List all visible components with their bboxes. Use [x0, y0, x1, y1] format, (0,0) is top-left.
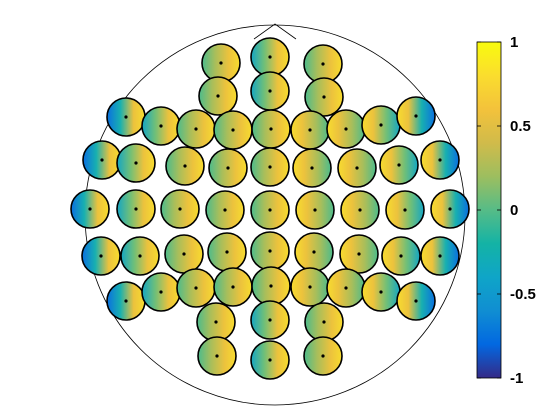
sensor-dot [414, 299, 418, 303]
sensor-discs [70, 37, 470, 380]
colorbar: 1 0.5 0 -0.5 -1 [476, 34, 536, 387]
sensor-dot [268, 358, 272, 362]
sensor-dot [357, 252, 361, 256]
sensor-dot [321, 62, 325, 66]
sensor-dot [344, 286, 348, 290]
colorbar-tick-label: 0.5 [510, 118, 531, 135]
sensor-dot [215, 354, 219, 358]
sensor-dot [438, 254, 442, 258]
colorbar-tick-label: -1 [510, 370, 523, 387]
sensor-dot [268, 55, 272, 59]
colorbar-tick-label: 0 [510, 202, 518, 219]
sensor-dot [226, 166, 230, 170]
sensor-dot [216, 94, 220, 98]
sensor-dot [124, 115, 128, 119]
sensor-dot [268, 208, 272, 212]
sensor-dot [219, 61, 223, 65]
sensor-dot [88, 207, 92, 211]
sensor-dot [313, 208, 317, 212]
sensor-dot [159, 290, 163, 294]
sensor-dot [308, 128, 312, 132]
colorbar-tick-label: 1 [510, 34, 518, 51]
sensor-dot [134, 207, 138, 211]
sensor-dot [268, 89, 272, 93]
sensor-dot [269, 127, 273, 131]
sensor-dot [225, 250, 229, 254]
sensor-dot [99, 254, 103, 258]
sensor-dot [268, 318, 272, 322]
sensor-dot [397, 163, 401, 167]
sensor-dot [231, 285, 235, 289]
sensor-dot [308, 285, 312, 289]
sensor-dot [138, 254, 142, 258]
sensor-dot [358, 208, 362, 212]
sensor-dot [321, 354, 325, 358]
sensor-dot [100, 158, 104, 162]
sensor-dot [355, 166, 359, 170]
sensor-dot [159, 124, 163, 128]
nose-outline [253, 23, 297, 40]
sensor-dot [268, 249, 272, 253]
sensor-dot [379, 290, 383, 294]
sensor-dot [322, 320, 326, 324]
sensor-dot [134, 161, 138, 165]
sensor-dot [182, 252, 186, 256]
sensor-dot [312, 250, 316, 254]
sensor-dot [438, 158, 442, 162]
sensor-dot [124, 299, 128, 303]
sensor-dot [448, 207, 452, 211]
sensor-dot [194, 127, 198, 131]
sensor-dot [231, 128, 235, 132]
sensor-dot [194, 286, 198, 290]
colorbar-tick-label: -0.5 [510, 286, 536, 303]
colorbar-ticks: 1 0.5 0 -0.5 -1 [477, 34, 536, 387]
sensor-dot [310, 166, 314, 170]
sensor-dot [399, 254, 403, 258]
sensor-dot [379, 123, 383, 127]
sensor-dot [178, 207, 182, 211]
sensor-dot [223, 208, 227, 212]
sensor-dot [269, 284, 273, 288]
sensor-dot [183, 164, 187, 168]
sensor-dot [403, 208, 407, 212]
sensor-dot [214, 320, 218, 324]
sensor-dot [322, 95, 326, 99]
sensor-dot [414, 114, 418, 118]
sensor-dot [344, 127, 348, 131]
sensor-dot [268, 165, 272, 169]
